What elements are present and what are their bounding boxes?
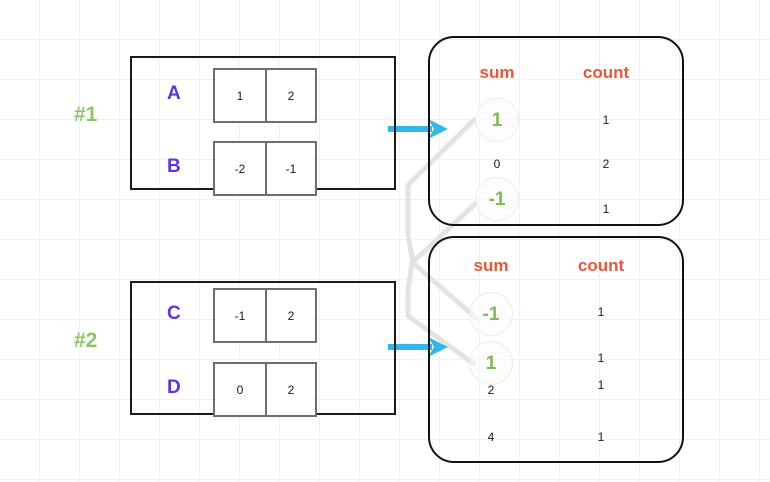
result-1-column-header-sum: sum	[479, 63, 515, 82]
source-row-label-d: D	[167, 377, 181, 398]
cell-c-0: -1	[234, 308, 246, 323]
result-panel-group-2	[428, 236, 684, 463]
group-label-2: #2	[74, 329, 98, 352]
result-1-count-2: 1	[602, 202, 610, 216]
result-2-column-header-sum: sum	[473, 256, 509, 275]
cell-a-1: 2	[265, 70, 315, 121]
cell-a-0: 1	[236, 88, 244, 103]
result-1-sum-2: -1	[488, 189, 506, 210]
source-row-label-a: A	[167, 83, 181, 104]
result-1-sum-1: 0	[493, 157, 501, 171]
cell-c-1: 2	[265, 290, 315, 341]
highlight-circle-result-1-row-0	[475, 98, 519, 142]
cell-b-0: -2	[234, 161, 246, 176]
source-row-cells-d: 0 2	[213, 362, 317, 417]
result-2-sum-0: -1	[482, 304, 500, 325]
group-label-1: #1	[74, 103, 98, 126]
highlight-circle-result-1-row-2	[475, 177, 519, 221]
result-1-sum-0: 1	[491, 110, 503, 131]
result-2-count-1: 1	[597, 351, 605, 365]
highlight-circle-result-2-row-1	[469, 341, 513, 385]
highlight-circle-result-2-row-0	[469, 292, 513, 336]
result-2-column-header-count: count	[577, 256, 625, 275]
result-2-sum-2: 2	[487, 383, 495, 397]
result-2-count-3: 1	[597, 430, 605, 444]
result-1-count-0: 1	[602, 113, 610, 127]
source-row-label-b: B	[167, 156, 181, 177]
result-2-sum-1: 1	[485, 353, 497, 374]
source-row-cells-c: -1 2	[213, 288, 317, 343]
source-row-cells-b: -2 -1	[213, 141, 317, 196]
result-2-count-0: 1	[597, 305, 605, 319]
cell-d-0: 0	[236, 382, 244, 397]
result-2-sum-3: 4	[487, 430, 495, 444]
cell-b-1: -1	[265, 143, 315, 194]
source-row-cells-a: 1 2	[213, 68, 317, 123]
result-panel-group-1	[428, 36, 684, 226]
result-2-count-2: 1	[597, 378, 605, 392]
result-1-column-header-count: count	[582, 63, 630, 82]
result-1-count-1: 2	[602, 157, 610, 171]
cell-d-1: 2	[265, 364, 315, 415]
source-row-label-c: C	[167, 303, 181, 324]
